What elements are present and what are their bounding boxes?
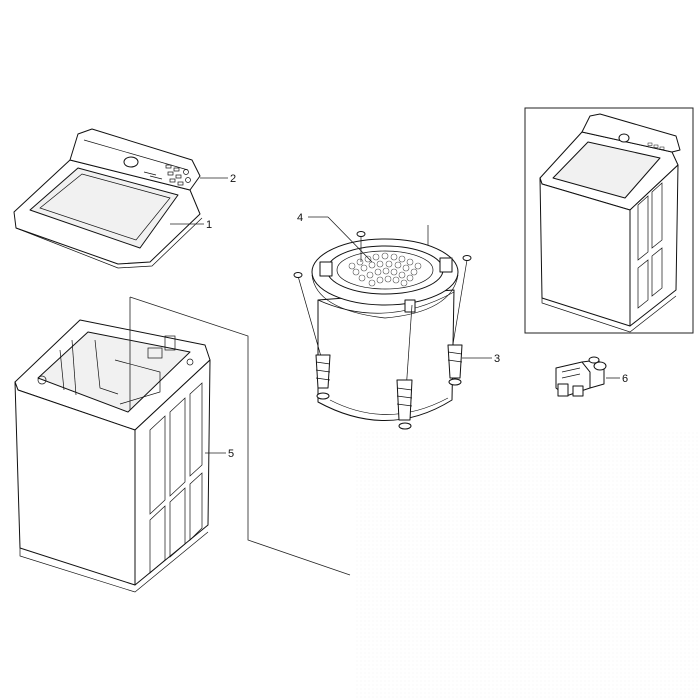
callout-4: 4 xyxy=(297,212,303,224)
callout-1: 1 xyxy=(206,219,212,231)
assembled-washer-inset xyxy=(524,107,694,334)
callout-6: 6 xyxy=(622,373,628,385)
top-cover-assembly xyxy=(13,128,203,269)
panel-buttons xyxy=(143,164,191,186)
callout-5: 5 xyxy=(228,448,234,460)
water-valve xyxy=(555,356,607,397)
callout-3: 3 xyxy=(494,353,500,365)
scan-texture xyxy=(355,430,700,700)
tub-assembly xyxy=(293,225,472,430)
cabinet xyxy=(14,319,211,593)
suspension-dampers xyxy=(315,344,463,430)
callout-2: 2 xyxy=(230,173,236,185)
